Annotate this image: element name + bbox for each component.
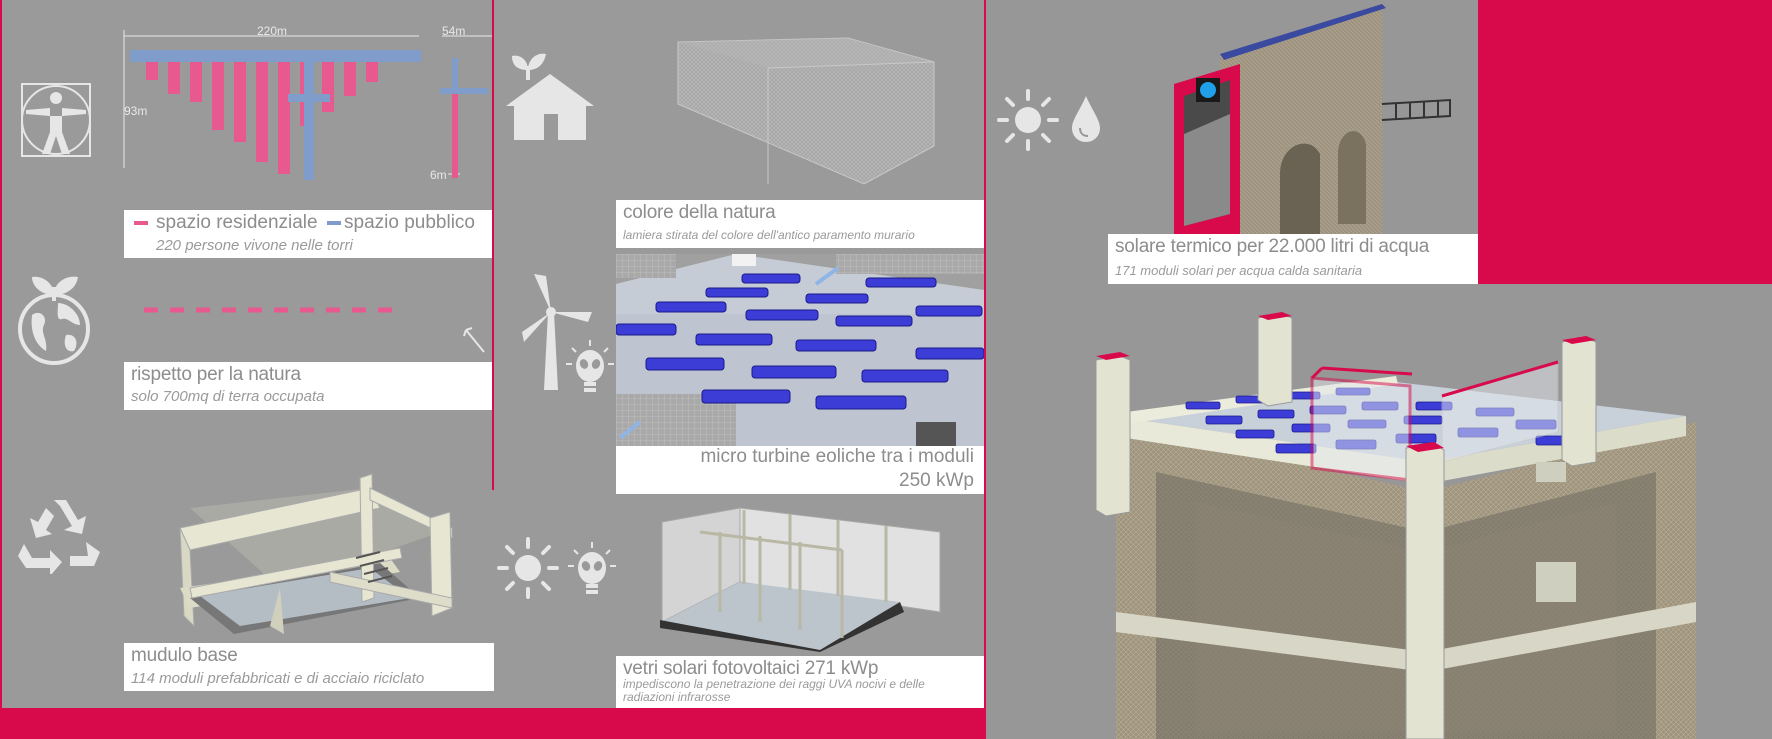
color-caption: colore della natura lamiera stirata del …: [616, 200, 984, 248]
solar-thermal-subtitle: 171 moduli solari per acqua calda sanita…: [1115, 263, 1363, 278]
color-subtitle: lamiera stirata del colore dell'antico p…: [623, 228, 915, 242]
side-width-label: 54m: [442, 24, 465, 38]
legend-note: 220 persone vivone nelle torri: [156, 237, 353, 254]
nature-caption: rispetto per la natura solo 700mq di ter…: [124, 362, 492, 410]
module-caption: mudulo base 114 moduli prefabbricati e d…: [124, 643, 494, 691]
module-title: mudulo base: [131, 645, 238, 666]
recycle-icon: [18, 500, 100, 574]
alien-bulb-icon: [566, 340, 614, 392]
vitruvian-man-icon: [21, 83, 91, 157]
eco-house-icon: [506, 53, 594, 140]
color-title: colore della natura: [623, 202, 776, 223]
base-module-render: [179, 473, 453, 634]
solar-thermal-title: solare termico per 22.000 litri di acqua: [1115, 236, 1430, 257]
glass-title: vetri solari fotovoltaici 271 kWp: [623, 658, 879, 679]
tower-roof-render: [1096, 312, 1696, 739]
middle-right-line: [984, 0, 986, 739]
solar-glass-render: [660, 507, 941, 652]
stretched-metal-box-render: [677, 37, 935, 185]
glass-subtitle: impediscono la penetrazione dei raggi UV…: [623, 677, 925, 704]
left-divider-line: [492, 0, 494, 490]
glass-caption: vetri solari fotovoltaici 271 kWp impedi…: [616, 656, 984, 708]
public-legend-label: spazio pubblico: [344, 212, 475, 233]
residential-legend-swatch: [134, 221, 148, 225]
top-right-accent-block: [1478, 0, 1772, 284]
turbines-power: 250 kWp: [899, 470, 974, 491]
small-sprout-mark: [463, 327, 485, 353]
alien-bulb-icon: [568, 542, 616, 594]
depth-label: 6m: [430, 168, 447, 182]
micro-turbines-render: [616, 254, 984, 446]
water-drop-icon: [1072, 96, 1100, 142]
nature-subtitle: solo 700mq di terra occupata: [131, 388, 325, 405]
public-legend-swatch: [327, 221, 341, 225]
space-diagram: 220m 54m 93m 6m: [123, 24, 492, 182]
left-edge-line: [0, 0, 2, 708]
nature-title: rispetto per la natura: [131, 364, 301, 385]
earth-sprout-icon: [18, 276, 90, 365]
legend-caption: spazio residenziale spazio pubblico 220 …: [124, 210, 492, 258]
solar-thermal-caption: solare termico per 22.000 litri di acqua…: [1108, 234, 1478, 284]
sun-icon: [497, 537, 559, 599]
residential-legend-label: spazio residenziale: [156, 212, 318, 233]
height-label: 93m: [124, 104, 147, 118]
bottom-accent-bar: [0, 708, 986, 739]
module-subtitle: 114 moduli prefabbricati e di acciaio ri…: [131, 670, 425, 687]
width-label: 220m: [257, 24, 287, 38]
turbines-title: micro turbine eoliche tra i moduli: [700, 446, 974, 467]
land-occupation-line: [144, 307, 394, 313]
wind-turbine-icon: [522, 274, 592, 390]
turbines-caption: micro turbine eoliche tra i moduli 250 k…: [616, 446, 984, 494]
solar-thermal-render: [1174, 4, 1451, 234]
sun-icon: [997, 89, 1059, 151]
